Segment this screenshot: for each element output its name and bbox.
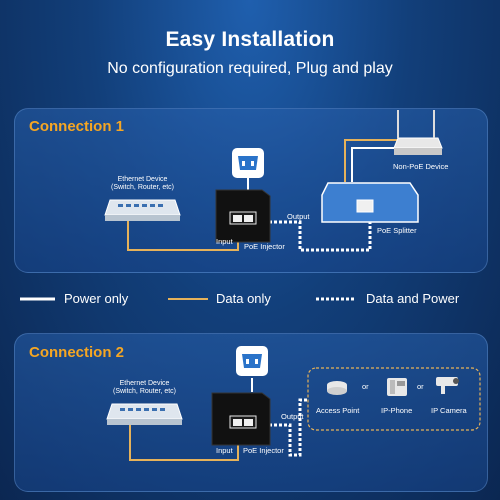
ethernet-device-line1-2: Ethernet Device	[119, 380, 170, 387]
output-label-2: Output	[281, 412, 304, 421]
data-cable-2	[129, 425, 239, 461]
ethernet-device-label-2: Ethernet Device (Switch, Router, etc)	[97, 380, 192, 396]
poe-injector-icon-2	[211, 392, 271, 446]
ip-camera-icon	[436, 377, 459, 394]
page-title: Easy Installation	[165, 28, 335, 51]
injector-label-1: PoE Injector	[244, 242, 285, 251]
poe-injector-icon	[215, 189, 271, 243]
legend-data-only: Data only	[216, 291, 271, 306]
legend-power-only: Power only	[64, 291, 129, 306]
poe-cable-2	[264, 398, 308, 457]
injector-label-2: PoE Injector	[243, 446, 284, 455]
output-label-1: Output	[287, 212, 310, 221]
splitter-label-1: PoE Splitter	[377, 226, 417, 235]
power-plug-icon	[232, 148, 264, 178]
connection-1-title: Connection 1	[29, 118, 125, 135]
data-cable-1b	[344, 139, 400, 182]
or-label-1: or	[362, 382, 369, 391]
ip-phone-icon	[387, 378, 407, 396]
ip-camera-label: IP Camera	[431, 406, 467, 415]
router-icon	[393, 110, 443, 155]
access-point-icon	[327, 381, 347, 395]
access-point-label: Access Point	[316, 406, 360, 415]
ethernet-switch-icon	[104, 199, 181, 221]
non-poe-label: Non-PoE Device	[393, 162, 449, 171]
ethernet-switch-icon-2	[106, 403, 183, 425]
input-label-1: Input	[216, 237, 233, 246]
power-cable-1b	[351, 147, 405, 182]
ethernet-device-label-1: Ethernet Device (Switch, Router, etc)	[95, 176, 190, 192]
power-plug-icon-2	[236, 346, 268, 376]
input-label-2: Input	[216, 446, 233, 455]
ethernet-device-line2-2: (Switch, Router, etc)	[112, 388, 177, 396]
ethernet-device-line2: (Switch, Router, etc)	[110, 184, 175, 192]
or-label-2: or	[417, 382, 424, 391]
legend-data-and-power: Data and Power	[366, 291, 460, 306]
ip-phone-label: IP-Phone	[381, 406, 413, 415]
ethernet-device-line1: Ethernet Device	[117, 176, 168, 183]
page-subtitle: No configuration required, Plug and play	[107, 60, 393, 77]
connection-2-title: Connection 2	[29, 344, 125, 361]
poe-splitter-icon	[321, 182, 419, 223]
devices-group-border	[307, 367, 481, 431]
